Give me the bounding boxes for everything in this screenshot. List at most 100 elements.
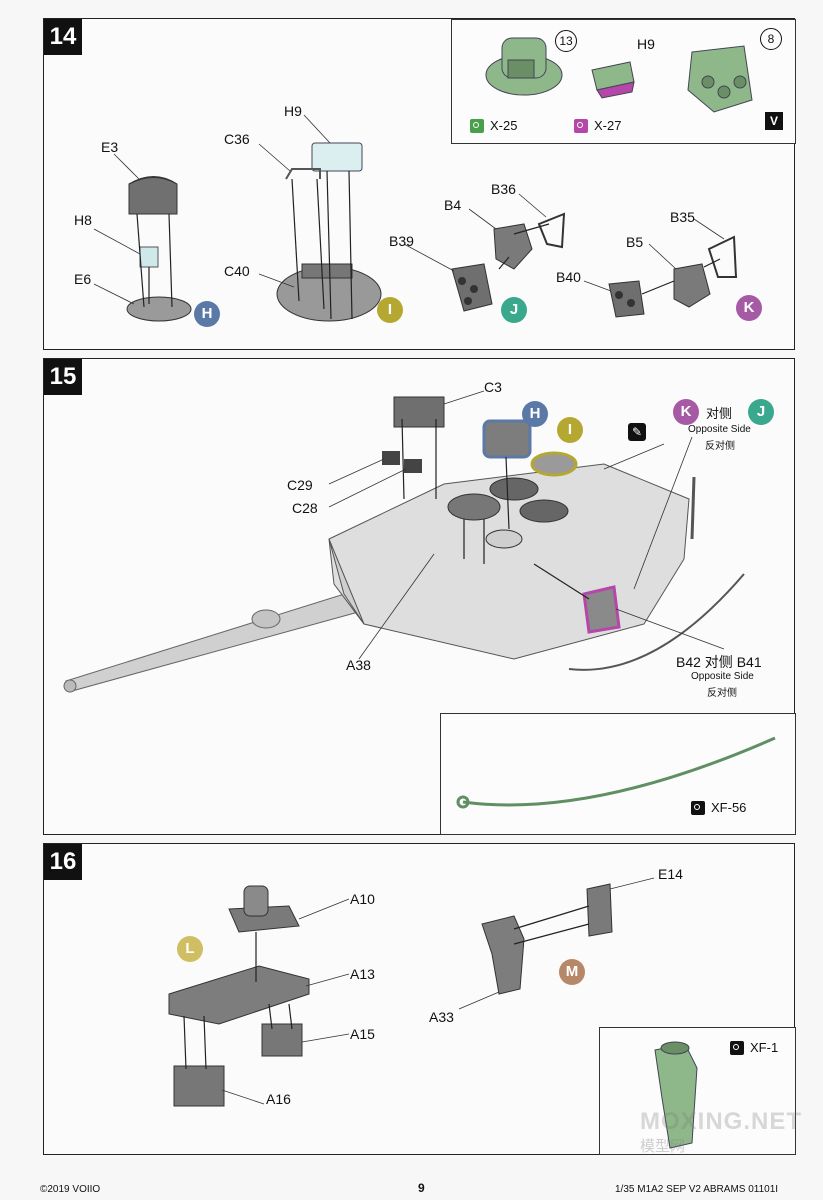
green-paint-icon [470, 118, 484, 133]
h-cupola-part [482, 419, 532, 459]
inset-label-h9: H9 [637, 36, 655, 52]
step-15-panel: 15 [43, 358, 796, 835]
label-a38: A38 [346, 657, 371, 673]
a16-part [173, 1065, 225, 1107]
b40-part [608, 280, 645, 318]
a33-part [481, 915, 525, 995]
e6-part [126, 296, 192, 322]
label-c28: C28 [292, 500, 318, 516]
paint-icon [730, 1040, 744, 1055]
antenna-part [690, 476, 696, 540]
label-a33: A33 [429, 1009, 454, 1025]
label-b5: B5 [626, 234, 644, 250]
e14-part [586, 883, 613, 937]
cable-part [462, 736, 776, 807]
footer-copyright: ©2019 VOIIO [40, 1184, 101, 1195]
h9-part [311, 142, 363, 172]
step-14-drawing [93, 114, 738, 322]
label-a16: A16 [266, 1091, 291, 1107]
tow-cable [568, 573, 745, 671]
b42-opposite-en: Opposite Side [691, 671, 754, 682]
watermark-sub: 模型网 [640, 1138, 686, 1155]
label-c29: C29 [287, 477, 313, 493]
label-b42-b41: B42 对侧 B41 [676, 654, 762, 670]
label-b35: B35 [670, 209, 695, 225]
footer-kit-title: 1/35 M1A2 SEP V2 ABRAMS 01101I [615, 1184, 779, 1195]
opposite-side-en: Opposite Side [688, 424, 751, 435]
clear-part-8 [687, 45, 753, 113]
h8-part [139, 246, 159, 268]
marker-k: K [736, 295, 762, 321]
step-16-panel: 16 [43, 843, 801, 1155]
b39-part [451, 263, 493, 312]
label-b39: B39 [389, 233, 414, 249]
b36-part [537, 212, 566, 249]
paint-brush-icon: ✎ [628, 423, 646, 441]
marker-j: J [748, 399, 774, 425]
label-a10: A10 [350, 891, 375, 907]
marker-i: I [377, 297, 403, 323]
label-c3: C3 [484, 379, 502, 395]
turret-body [328, 463, 690, 660]
marker-i: I [557, 417, 583, 443]
label-h8: H8 [74, 212, 92, 228]
e3-part [128, 176, 178, 215]
paint-icon [691, 800, 705, 815]
b5-part [673, 263, 711, 308]
label-e14: E14 [658, 866, 683, 882]
label-a13: A13 [350, 966, 375, 982]
step-15-cable-inset: XF-56 [440, 713, 796, 835]
step-number: 15 [44, 359, 82, 395]
label-b36: B36 [491, 181, 516, 197]
k-part [582, 585, 621, 634]
label-h9: H9 [284, 103, 302, 119]
ref-xf56: XF-56 [691, 800, 746, 815]
footer-page-number: 9 [418, 1181, 425, 1195]
magenta-paint-icon [574, 118, 588, 133]
step-14-panel: 14 [43, 18, 796, 350]
clear-part-h9 [591, 61, 635, 99]
step-number: 14 [44, 19, 82, 55]
opposite-side-cn: 对侧 [706, 406, 733, 421]
a15-part [261, 1023, 303, 1057]
inset-num-13: 13 [555, 30, 577, 52]
gun-barrel [63, 590, 363, 693]
marker-h: H [194, 301, 220, 327]
clear-part-13 [485, 37, 563, 96]
c36-part [285, 168, 321, 180]
label-e6: E6 [74, 271, 92, 287]
c29-part [382, 451, 400, 465]
ref-x25: X-25 [470, 118, 517, 133]
b4-part [493, 223, 533, 270]
a33-green-part [654, 1041, 698, 1149]
v-symbol-icon: V [765, 112, 783, 130]
cable-eye [456, 795, 470, 809]
b35-part [707, 235, 738, 278]
step-14-inset: 13 H9 8 X-25 X-27 V [451, 19, 796, 144]
label-a15: A15 [350, 1026, 375, 1042]
marker-m: M [559, 959, 585, 985]
step-16-drawing [168, 877, 655, 1107]
watermark-main: MOXING.NET [640, 1108, 803, 1135]
b42-opposite-cn2: 反对侧 [707, 688, 737, 699]
opposite-side-cn2: 反对侧 [705, 441, 735, 452]
marker-h: H [522, 401, 548, 427]
inset-num-8: 8 [760, 28, 782, 50]
step-16-inset: XF-1 MOXING.NET 模型网 [599, 1027, 801, 1155]
ref-xf1: XF-1 [730, 1040, 778, 1055]
a10-part [228, 885, 300, 933]
c28-part [404, 459, 422, 473]
a13-part [168, 965, 310, 1025]
marker-l: L [177, 936, 203, 962]
label-b4: B4 [444, 197, 462, 213]
i-part [530, 451, 578, 477]
label-b40: B40 [556, 269, 581, 285]
label-c40: C40 [224, 263, 250, 279]
label-c36: C36 [224, 131, 250, 147]
marker-j: J [501, 297, 527, 323]
marker-k: K [673, 399, 699, 425]
step-15-drawing [63, 390, 745, 693]
ref-x27: X-27 [574, 118, 621, 133]
step-number: 16 [44, 844, 82, 880]
label-e3: E3 [101, 139, 119, 155]
